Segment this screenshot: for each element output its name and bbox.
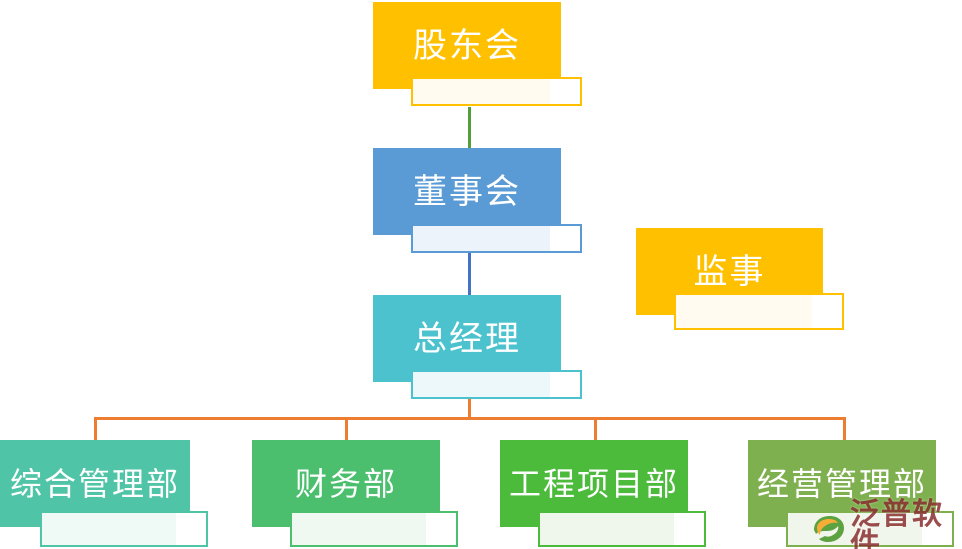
org-node-box-general-admin-dept[interactable]: 综合管理部 bbox=[0, 440, 190, 527]
connector-bus-to-business-management-dept bbox=[843, 417, 846, 441]
connector-bus-to-general-admin-dept bbox=[94, 417, 97, 441]
org-node-box-general-manager[interactable]: 总经理 bbox=[373, 295, 561, 382]
org-node-label-shareholders: 股东会 bbox=[413, 26, 521, 65]
org-node-label-supervisor: 监事 bbox=[693, 252, 766, 291]
org-node-subbox-general-admin-dept[interactable] bbox=[40, 511, 208, 547]
org-node-label-board: 董事会 bbox=[413, 172, 521, 211]
connector-board-to-general-manager bbox=[468, 252, 471, 297]
connector-bus-to-finance-dept bbox=[345, 417, 348, 441]
org-node-subbox-fill-general-manager bbox=[413, 372, 550, 397]
org-node-label-business-management-dept: 经营管理部 bbox=[756, 465, 927, 502]
org-node-subbox-engineering-project-dept[interactable] bbox=[538, 511, 706, 547]
org-node-subbox-fill-shareholders bbox=[413, 79, 550, 104]
org-node-subbox-fill-business-management-dept bbox=[788, 513, 923, 545]
org-node-subbox-fill-general-admin-dept bbox=[42, 513, 177, 545]
org-node-label-general-manager: 总经理 bbox=[413, 319, 521, 358]
connector-shareholders-to-board bbox=[468, 107, 471, 150]
org-node-subbox-fill-finance-dept bbox=[292, 513, 427, 545]
org-node-subbox-board[interactable] bbox=[411, 224, 582, 253]
org-node-box-board[interactable]: 董事会 bbox=[373, 148, 561, 235]
connector-bus-to-engineering-project-dept bbox=[594, 417, 597, 441]
connector-departments-bus bbox=[94, 417, 846, 420]
org-node-label-general-admin-dept: 综合管理部 bbox=[9, 465, 180, 502]
org-node-subbox-finance-dept[interactable] bbox=[290, 511, 458, 547]
org-node-subbox-fill-board bbox=[413, 226, 550, 251]
org-node-subbox-general-manager[interactable] bbox=[411, 370, 582, 399]
connector-gm-stem bbox=[468, 398, 471, 419]
org-node-subbox-fill-supervisor bbox=[676, 295, 813, 328]
org-node-subbox-shareholders[interactable] bbox=[411, 77, 582, 106]
org-node-subbox-business-management-dept[interactable] bbox=[786, 511, 954, 547]
org-node-label-engineering-project-dept: 工程项目部 bbox=[508, 465, 679, 502]
org-node-label-finance-dept: 财务部 bbox=[294, 465, 397, 502]
org-node-subbox-supervisor[interactable] bbox=[674, 293, 844, 330]
org-node-box-shareholders[interactable]: 股东会 bbox=[373, 2, 561, 89]
org-node-subbox-fill-engineering-project-dept bbox=[540, 513, 675, 545]
